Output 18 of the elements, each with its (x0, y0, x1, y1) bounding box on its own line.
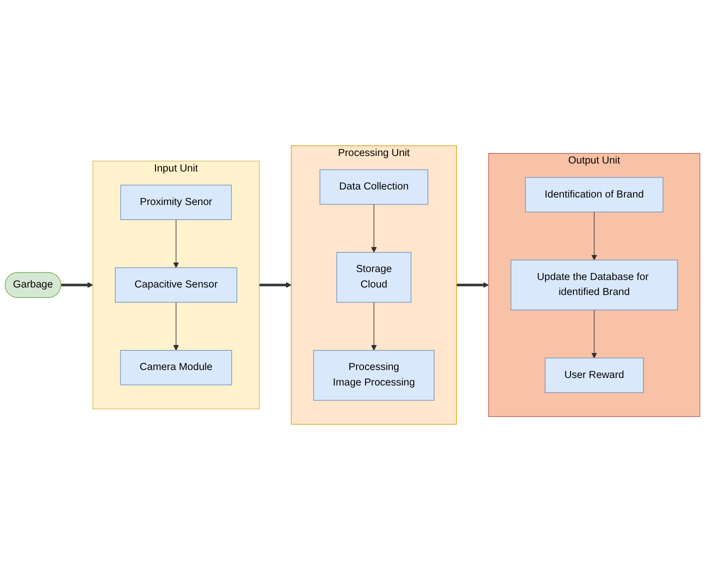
arrow (60, 282, 94, 288)
arrow (173, 302, 179, 351)
arrow (591, 310, 598, 358)
node-box: Capacitive Sensor (114, 267, 238, 303)
arrow (259, 282, 292, 288)
node-box: Data Collection (320, 169, 428, 205)
node-box: Proximity Senor (120, 184, 232, 220)
node-box: Update the Database for identified Brand (510, 260, 678, 310)
node-box: Identification of Brand (525, 177, 664, 212)
node-box: Camera Module (120, 350, 232, 386)
node-box: User Reward (544, 358, 644, 393)
node-box: Storage Cloud (336, 252, 412, 303)
arrow (371, 302, 377, 351)
arrow (173, 219, 179, 268)
arrow (371, 204, 377, 253)
arrow (456, 282, 489, 288)
arrow (591, 212, 598, 260)
node-box: Processing Image Processing (313, 350, 434, 401)
